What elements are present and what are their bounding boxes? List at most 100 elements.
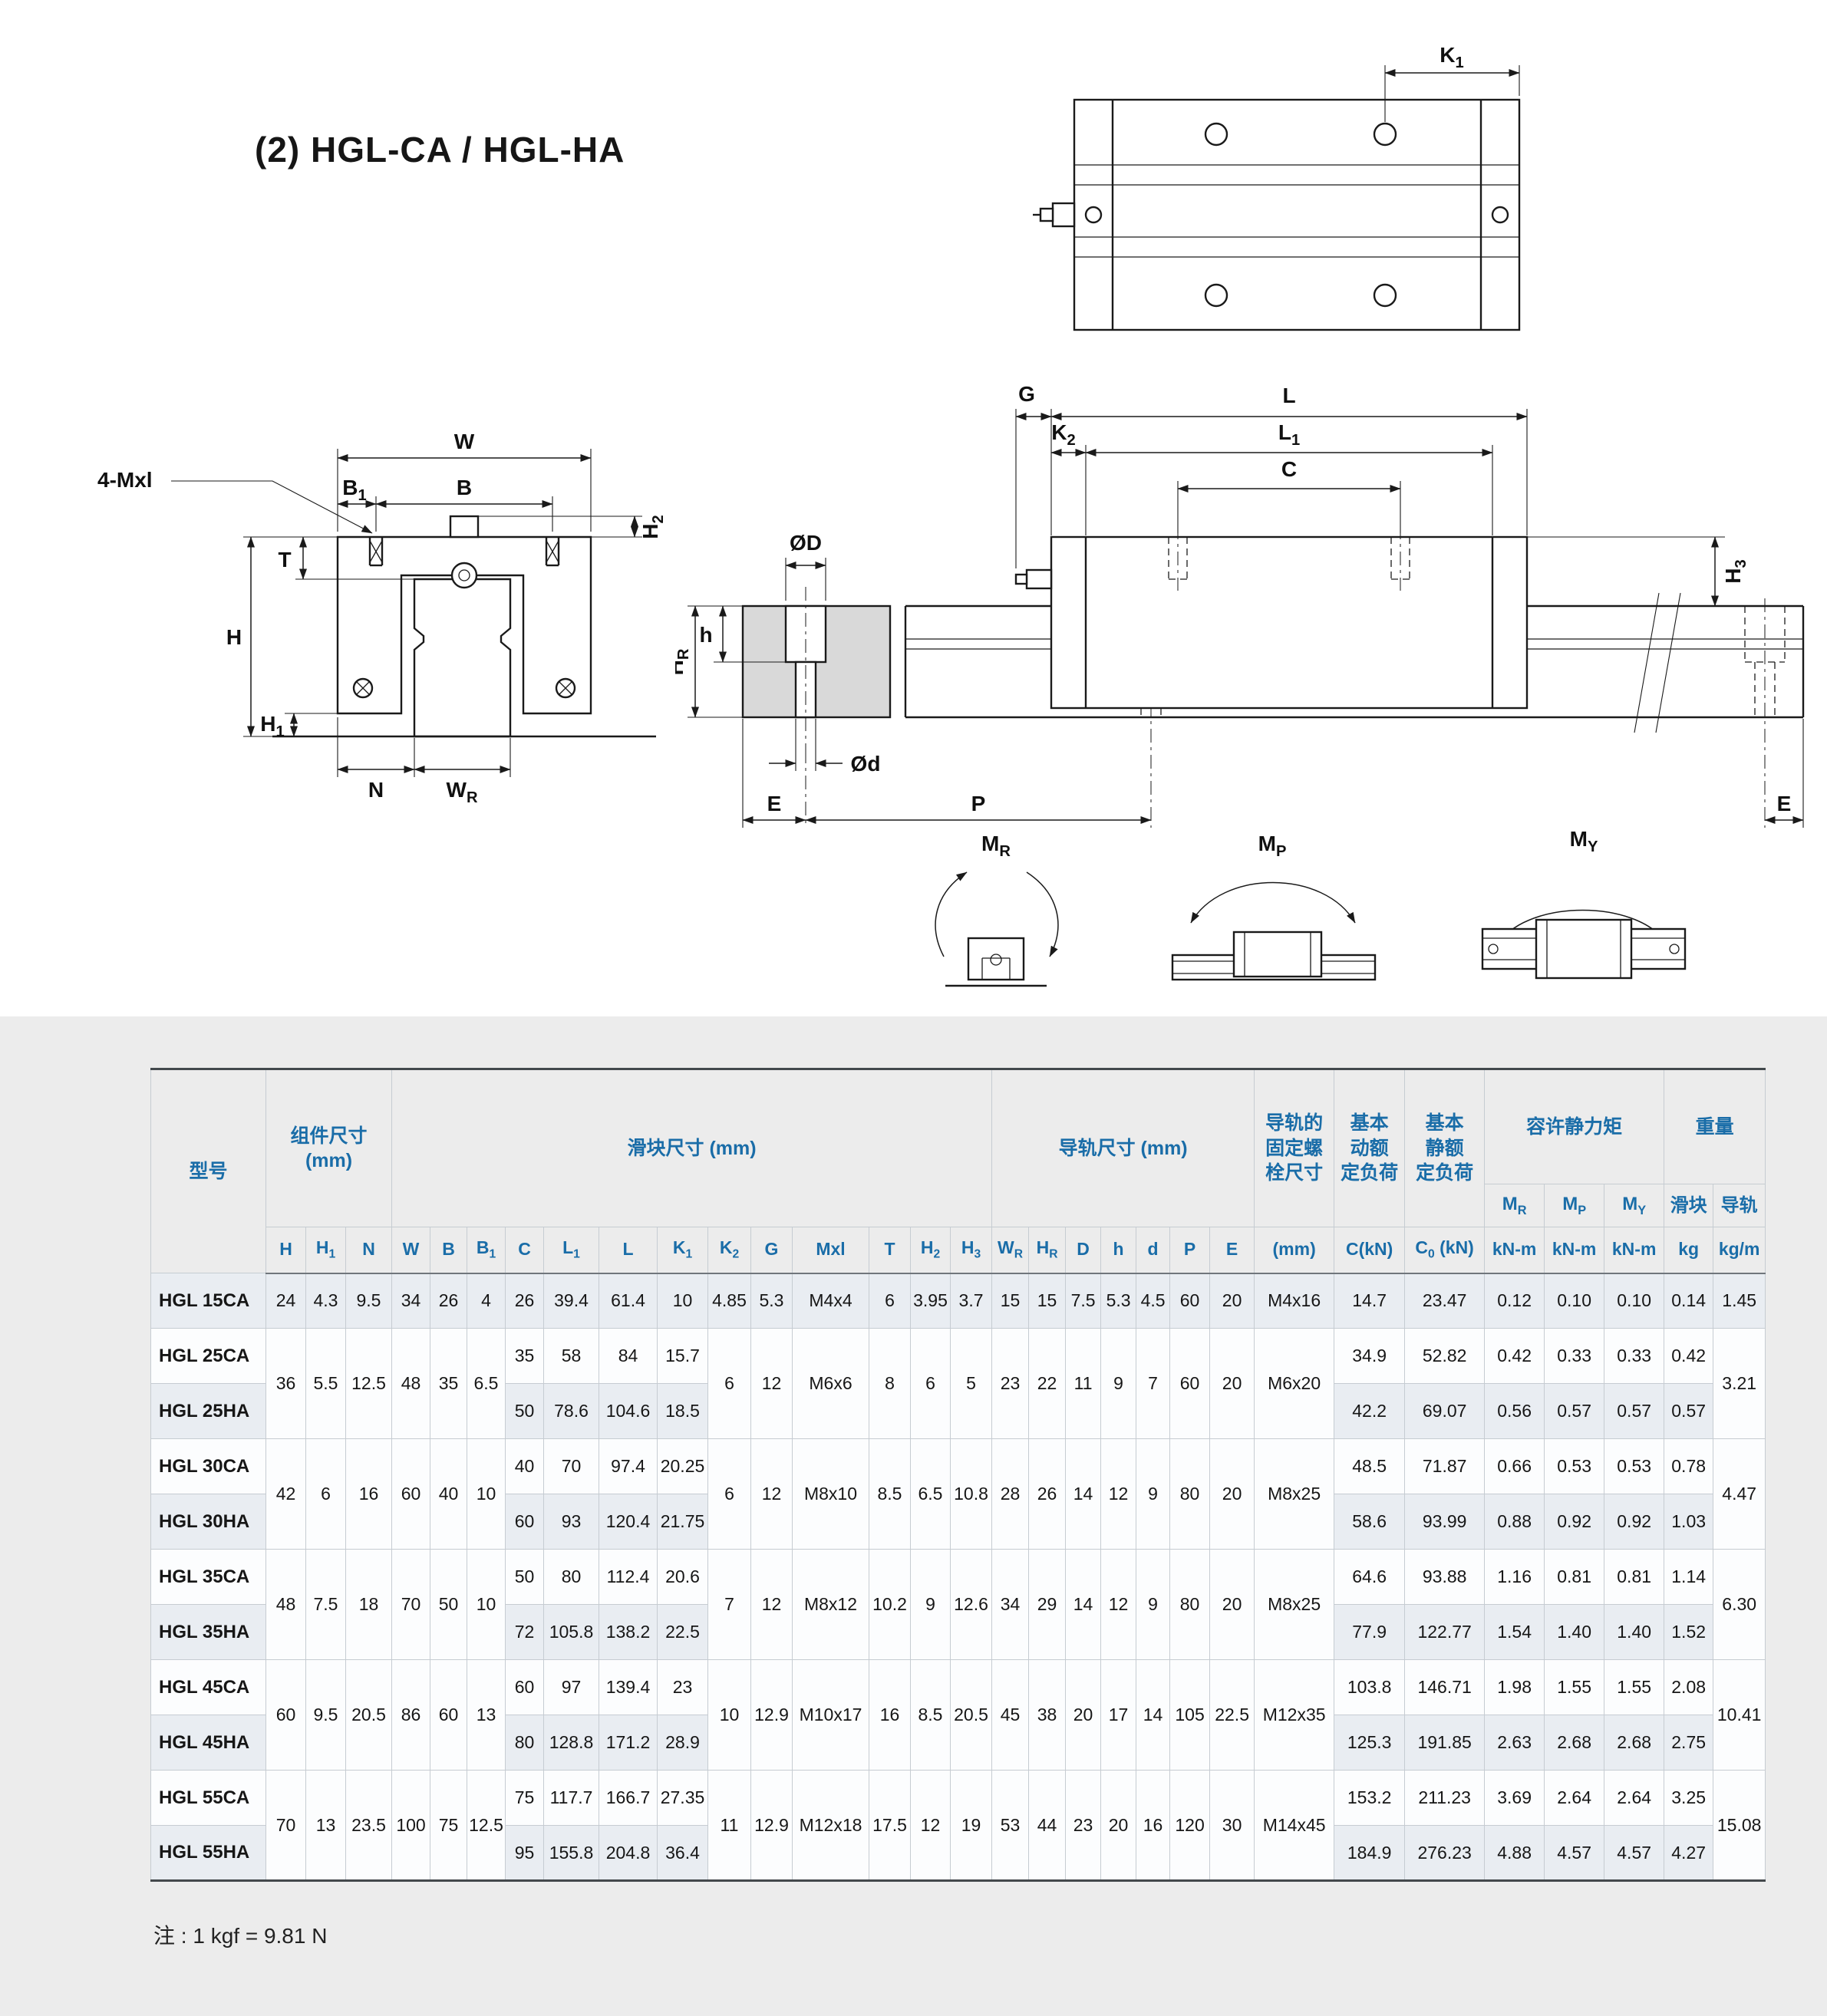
shared-dim-cell: M8x10 <box>792 1438 869 1550</box>
shared-dim-cell: 105 <box>1169 1659 1211 1771</box>
shared-dim-cell: 8.5 <box>869 1438 911 1550</box>
assembly-dim-cell: 10 <box>467 1438 506 1550</box>
spec-header-top: 型号 组件尺寸 (mm) 滑块尺寸 (mm) 导轨尺寸 (mm) 导轨的 固定螺… <box>150 1069 1766 1273</box>
block-dim-cell: 60 <box>505 1494 544 1550</box>
load-rating-cell: 276.23 <box>1404 1825 1486 1881</box>
block-dim-cell: 10 <box>657 1273 708 1329</box>
model-cell: HGL 15CA <box>150 1273 266 1329</box>
block-dim-cell: 75 <box>505 1770 544 1826</box>
column-header: H <box>265 1227 306 1274</box>
block-dim-cell: 70 <box>543 1438 599 1494</box>
dim-label-k1: K1 <box>1440 43 1463 71</box>
load-rating-cell: 4.88 <box>1484 1825 1545 1881</box>
assembly-dim-cell: 23.5 <box>345 1770 392 1881</box>
column-header: N <box>345 1227 392 1274</box>
assembly-dim-cell: 16 <box>345 1438 392 1550</box>
model-cell: HGL 35HA <box>150 1604 266 1660</box>
model-cell: HGL 25CA <box>150 1328 266 1384</box>
block-dim-cell: 139.4 <box>599 1659 658 1715</box>
load-rating-cell: 1.40 <box>1604 1604 1665 1660</box>
assembly-dim-cell: 24 <box>265 1273 306 1329</box>
column-header: kN-m <box>1544 1227 1605 1274</box>
model-cell: HGL 55CA <box>150 1770 266 1826</box>
moment-mr-diagram: MR <box>935 832 1059 987</box>
load-rating-cell: 3.69 <box>1484 1770 1545 1826</box>
column-header: kg/m <box>1713 1227 1766 1274</box>
load-rating-cell: 0.56 <box>1484 1383 1545 1439</box>
load-rating-cell: 1.52 <box>1664 1604 1714 1660</box>
shared-dim-cell: 5 <box>949 1328 993 1439</box>
block-dim-cell: 21.75 <box>657 1494 708 1550</box>
assembly-dim-cell: 48 <box>265 1549 306 1660</box>
load-rating-cell: 0.42 <box>1664 1328 1714 1384</box>
dim-label-b1: B1 <box>342 476 366 504</box>
rail-weight-cell: 1.45 <box>1713 1273 1766 1329</box>
block-dim-cell: 120.4 <box>599 1494 658 1550</box>
shared-dim-cell: 7 <box>707 1549 751 1660</box>
block-dim-cell: 80 <box>505 1715 544 1771</box>
shared-dim-cell: M12x18 <box>792 1770 869 1881</box>
column-header-model: 型号 <box>150 1069 266 1273</box>
load-rating-cell: 64.6 <box>1334 1549 1406 1605</box>
shared-dim-cell: 20 <box>1209 1273 1255 1329</box>
load-rating-cell: 184.9 <box>1334 1825 1406 1881</box>
rail-weight-cell: 3.21 <box>1713 1328 1766 1439</box>
block-dim-cell: 155.8 <box>543 1825 599 1881</box>
shared-dim-cell: 12.6 <box>949 1549 993 1660</box>
block-dim-cell: 72 <box>505 1604 544 1660</box>
load-rating-cell: 125.3 <box>1334 1715 1406 1771</box>
column-header: C <box>505 1227 544 1274</box>
shared-dim-cell: 4.85 <box>707 1273 751 1329</box>
assembly-dim-cell: 34 <box>391 1273 430 1329</box>
model-cell: HGL 30CA <box>150 1438 266 1494</box>
dim-label-h2: H2 <box>638 515 667 539</box>
specification-table: 型号 组件尺寸 (mm) 滑块尺寸 (mm) 导轨尺寸 (mm) 导轨的 固定螺… <box>150 1068 1766 1882</box>
block-dim-cell: 18.5 <box>657 1383 708 1439</box>
column-header: H1 <box>305 1227 346 1274</box>
grease-nipple-boss <box>449 515 480 539</box>
column-group-dynamic-load: 基本 动额 定负荷 <box>1334 1069 1406 1227</box>
block-dim-cell: 78.6 <box>543 1383 599 1439</box>
shared-dim-cell: 3.95 <box>910 1273 951 1329</box>
shared-dim-cell: 22 <box>1028 1328 1067 1439</box>
shared-dim-cell: M8x12 <box>792 1549 869 1660</box>
column-header: Mxl <box>792 1227 869 1274</box>
block-dim-cell: 204.8 <box>599 1825 658 1881</box>
model-cell: HGL 45HA <box>150 1715 266 1771</box>
assembly-dim-cell: 48 <box>391 1328 430 1439</box>
load-rating-cell: 14.7 <box>1334 1273 1406 1329</box>
column-header: B <box>430 1227 467 1274</box>
load-rating-cell: 0.57 <box>1604 1383 1665 1439</box>
load-rating-cell: 0.53 <box>1604 1438 1665 1494</box>
shared-dim-cell: 120 <box>1169 1770 1211 1881</box>
load-rating-cell: 1.03 <box>1664 1494 1714 1550</box>
load-rating-cell: 2.08 <box>1664 1659 1714 1715</box>
load-rating-cell: 1.14 <box>1664 1549 1714 1605</box>
block-front-section-diagram: W B1 B 4-Mxl T H H1 H2 N WR <box>97 430 667 805</box>
column-header: h <box>1100 1227 1137 1274</box>
block-dim-cell: 166.7 <box>599 1770 658 1826</box>
shared-dim-cell: M12x35 <box>1254 1659 1335 1771</box>
column-header: MR <box>1484 1184 1545 1227</box>
column-header: HR <box>1028 1227 1067 1274</box>
dim-label-n: N <box>368 778 384 802</box>
load-rating-cell: 0.53 <box>1544 1438 1605 1494</box>
shared-dim-cell: 34 <box>991 1549 1030 1660</box>
assembly-dim-cell: 75 <box>430 1770 467 1881</box>
block-dim-cell: 97 <box>543 1659 599 1715</box>
shared-dim-cell: 16 <box>869 1659 911 1771</box>
assembly-dim-cell: 4 <box>467 1273 506 1329</box>
shared-dim-cell: 19 <box>949 1770 993 1881</box>
column-group-block-dims: 滑块尺寸 (mm) <box>391 1069 993 1227</box>
block-dim-cell: 15.7 <box>657 1328 708 1384</box>
assembly-dim-cell: 9.5 <box>305 1659 346 1771</box>
assembly-dim-cell: 7.5 <box>305 1549 346 1660</box>
column-header: d <box>1136 1227 1171 1274</box>
load-rating-cell: 0.57 <box>1544 1383 1605 1439</box>
load-rating-cell: 1.40 <box>1544 1604 1605 1660</box>
shared-dim-cell: 12 <box>910 1770 951 1881</box>
shared-dim-cell: M6x6 <box>792 1328 869 1439</box>
assembly-dim-cell: 5.5 <box>305 1328 346 1439</box>
